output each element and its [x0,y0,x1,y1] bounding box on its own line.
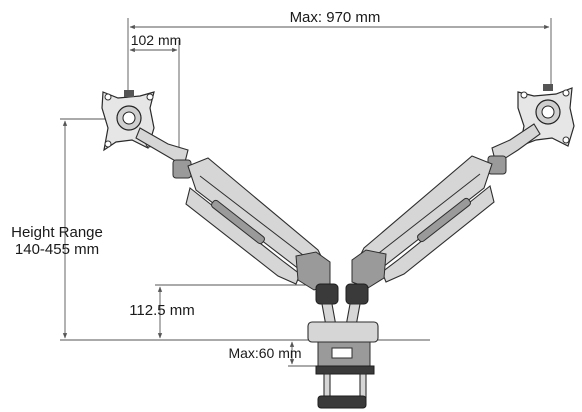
pivot-height-label: 112.5 mm [129,302,195,319]
left-arm [135,127,331,291]
right-vesa-plate [517,84,575,147]
center-pole-and-clamp [307,283,379,409]
dimension-labels: Max: 970 mm 102 mm Height Range 140-455 … [11,9,380,361]
max-span-label: Max: 970 mm [290,9,381,26]
height-range-label-line2: 140-455 mm [15,241,99,258]
dimension-lines [60,18,552,367]
right-arm [351,123,541,289]
height-range-label-line1: Height Range [11,224,103,241]
plate-offset-label: 102 mm [131,32,182,48]
desk-thickness-label: Max:60 mm [228,345,301,361]
